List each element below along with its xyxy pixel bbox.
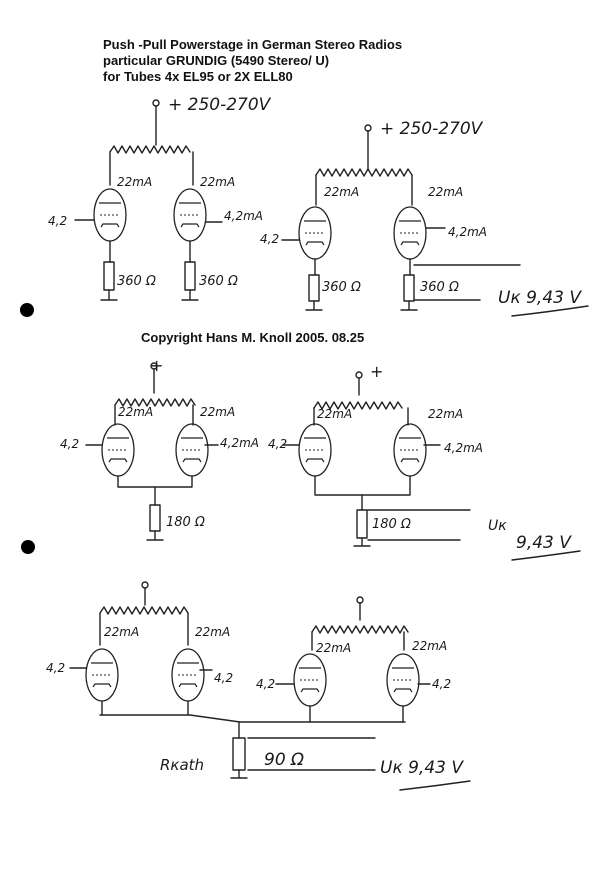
resistor-label-5: 90 Ω — [264, 750, 304, 770]
supply-voltage-label-1: + 250-270V — [168, 95, 272, 115]
current-label-2b: 22mA — [428, 185, 463, 199]
resistor-label-3: 180 Ω — [166, 515, 205, 530]
grid-label-5d: 4,2 — [432, 677, 451, 691]
grid-label-2: 4,2 — [260, 232, 279, 246]
grid-label-4: 4,2 — [268, 437, 287, 451]
uk-value-label-2: 9,43 V — [516, 533, 572, 553]
current-label-1b: 22mA — [200, 175, 235, 189]
grid-label-5a: 4,2 — [46, 661, 65, 675]
current-label-1a: 22mA — [117, 175, 152, 189]
cathode-current-label-1: 4,2mA — [224, 209, 263, 223]
resistor-label-2b: 360 Ω — [420, 280, 459, 295]
schematic-4 — [282, 371, 581, 561]
grid-label-1: 4,2 — [48, 214, 67, 228]
grid-label-5c: 4,2 — [256, 677, 275, 691]
grid-label-5b: 4,2 — [214, 671, 233, 685]
plus-label-3: + — [150, 356, 163, 375]
current-label-5c: 22mA — [316, 641, 351, 655]
cathode-current-label-4: 4,2mA — [444, 441, 483, 455]
cathode-current-label-3: 4,2mA — [220, 436, 259, 450]
current-label-3b: 22mA — [200, 405, 235, 419]
punch-hole-top — [20, 303, 34, 317]
schematic-1 — [74, 99, 223, 301]
current-label-3a: 22mA — [118, 405, 153, 419]
grid-label-3: 4,2 — [60, 437, 79, 451]
current-label-5b: 22mA — [195, 625, 230, 639]
cathode-current-label-2: 4,2mA — [448, 225, 487, 239]
resistor-label-2a: 360 Ω — [322, 280, 361, 295]
title-line-3: for Tubes 4x EL95 or 2X ELL80 — [103, 69, 293, 84]
plus-label-4: + — [370, 362, 383, 381]
schematic-5 — [69, 581, 471, 791]
title-block: Push -Pull Powerstage in German Stereo R… — [103, 37, 402, 85]
current-label-2a: 22mA — [324, 185, 359, 199]
uk-prefix-label-2: Uк — [488, 518, 507, 534]
resistor-label-4: 180 Ω — [372, 517, 411, 532]
schematic-3 — [85, 362, 219, 541]
uk-label-3: Uк 9,43 V — [380, 758, 464, 778]
title-line-2: particular GRUNDIG (5490 Stereo/ U) — [103, 53, 330, 68]
current-label-4b: 22mA — [428, 407, 463, 421]
resistor-label-1b: 360 Ω — [199, 274, 238, 289]
current-label-5d: 22mA — [412, 639, 447, 653]
punch-hole-bottom — [21, 540, 35, 554]
supply-voltage-label-2: + 250-270V — [380, 119, 484, 139]
rkath-label: Rкath — [160, 756, 204, 774]
title-line-1: Push -Pull Powerstage in German Stereo R… — [103, 37, 403, 52]
resistor-label-1a: 360 Ω — [117, 274, 156, 289]
current-label-4a: 22mA — [317, 407, 352, 421]
schematic-2 — [281, 124, 589, 317]
copyright-text: Copyright Hans M. Knoll 2005. 08.25 — [141, 330, 365, 345]
uk-label-1: Uк 9,43 V — [498, 288, 582, 308]
current-label-5a: 22mA — [104, 625, 139, 639]
